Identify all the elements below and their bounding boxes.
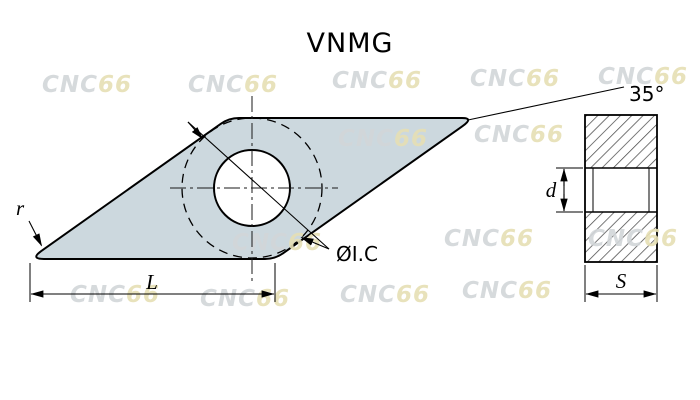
watermark: CNC66 — [200, 286, 290, 312]
watermark: CNC66 — [588, 226, 678, 252]
ic-dimension: ØI.C — [187, 121, 378, 266]
radius-leader-arrow — [28, 220, 42, 247]
ic-arrow-top — [187, 121, 204, 140]
angle-label: 35° — [629, 82, 664, 106]
watermark: CNC66 — [340, 282, 430, 308]
watermark: CNC66 — [188, 72, 278, 98]
watermark: CNC66 — [462, 278, 552, 304]
watermark: CNC66 — [598, 64, 688, 90]
corner-radius-annotation: r — [16, 196, 42, 247]
thickness-dimension: S — [584, 265, 658, 302]
ic-arrow-bottom — [300, 236, 330, 250]
watermark: CNC66 — [444, 226, 534, 252]
length-dimension: L — [29, 263, 276, 302]
watermark-layer: CNC66 CNC66 CNC66 CNC66 CNC66 CNC66 CNC6… — [42, 64, 688, 312]
watermark: CNC66 — [232, 230, 322, 256]
centerlines — [170, 96, 338, 281]
length-label: L — [145, 270, 158, 294]
watermark: CNC66 — [470, 66, 560, 92]
radius-label: r — [16, 196, 25, 220]
watermark: CNC66 — [42, 72, 132, 98]
hole-diameter-dimension: d — [546, 167, 583, 213]
ic-label: ØI.C — [336, 242, 378, 266]
hole-diameter-label: d — [546, 178, 557, 202]
watermark: CNC66 — [332, 68, 422, 94]
thickness-label: S — [616, 269, 627, 293]
ic-diameter-line — [187, 121, 330, 250]
side-view — [584, 114, 658, 263]
diagram-title: VNMG — [307, 28, 394, 59]
watermark: CNC66 — [474, 122, 564, 148]
angle-annotation: 35° — [467, 82, 664, 121]
insert-side-view — [584, 114, 658, 263]
angle-leader-line — [467, 86, 625, 121]
watermark: CNC66 — [70, 282, 160, 308]
watermark: CNC66 — [338, 126, 428, 152]
hole-section-band — [585, 168, 657, 212]
